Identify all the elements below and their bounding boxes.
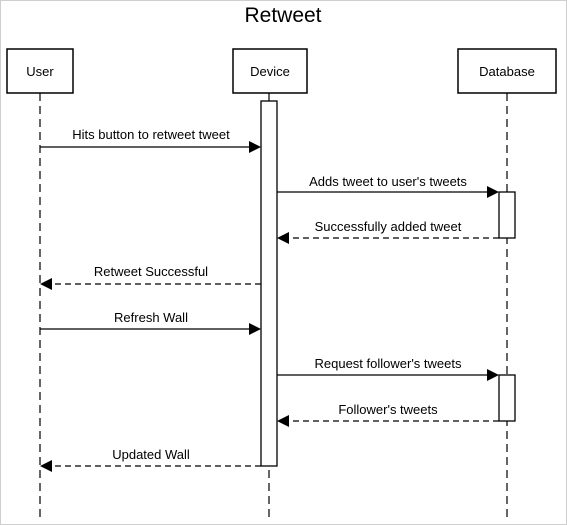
message-4-label: Retweet Successful [94, 264, 208, 279]
messages: Hits button to retweet tweet Adds tweet … [40, 127, 499, 472]
actor-device-label: Device [250, 64, 290, 79]
message-2-arrowhead [487, 186, 499, 198]
actor-device: Device [232, 48, 308, 94]
actor-database-box [457, 48, 557, 94]
message-6-label: Request follower's tweets [315, 356, 462, 371]
message-1-label: Hits button to retweet tweet [72, 127, 230, 142]
database-activation-bar-1 [498, 191, 516, 239]
activations [260, 100, 516, 467]
message-5-arrowhead [249, 323, 261, 335]
message-1-arrowhead [249, 141, 261, 153]
database-activation-bar-2 [498, 374, 516, 422]
diagram-title: Retweet [244, 4, 321, 27]
actor-boxes: User Device Database [6, 48, 557, 94]
actor-device-box [232, 48, 308, 94]
message-3-label: Successfully added tweet [315, 219, 462, 234]
actor-user: User [6, 48, 74, 94]
message-7-label: Follower's tweets [338, 402, 438, 417]
actor-database: Database [457, 48, 557, 94]
message-6-arrowhead [487, 369, 499, 381]
actor-user-box [6, 48, 74, 94]
message-4-arrowhead [40, 278, 52, 290]
message-3-arrowhead [277, 232, 289, 244]
message-7-arrowhead [277, 415, 289, 427]
actor-user-label: User [26, 64, 54, 79]
message-8-arrowhead [40, 460, 52, 472]
message-2-label: Adds tweet to user's tweets [309, 174, 467, 189]
actor-database-label: Database [479, 64, 535, 79]
message-5-label: Refresh Wall [114, 310, 188, 325]
message-8-label: Updated Wall [112, 447, 190, 462]
device-activation-bar [260, 100, 278, 467]
